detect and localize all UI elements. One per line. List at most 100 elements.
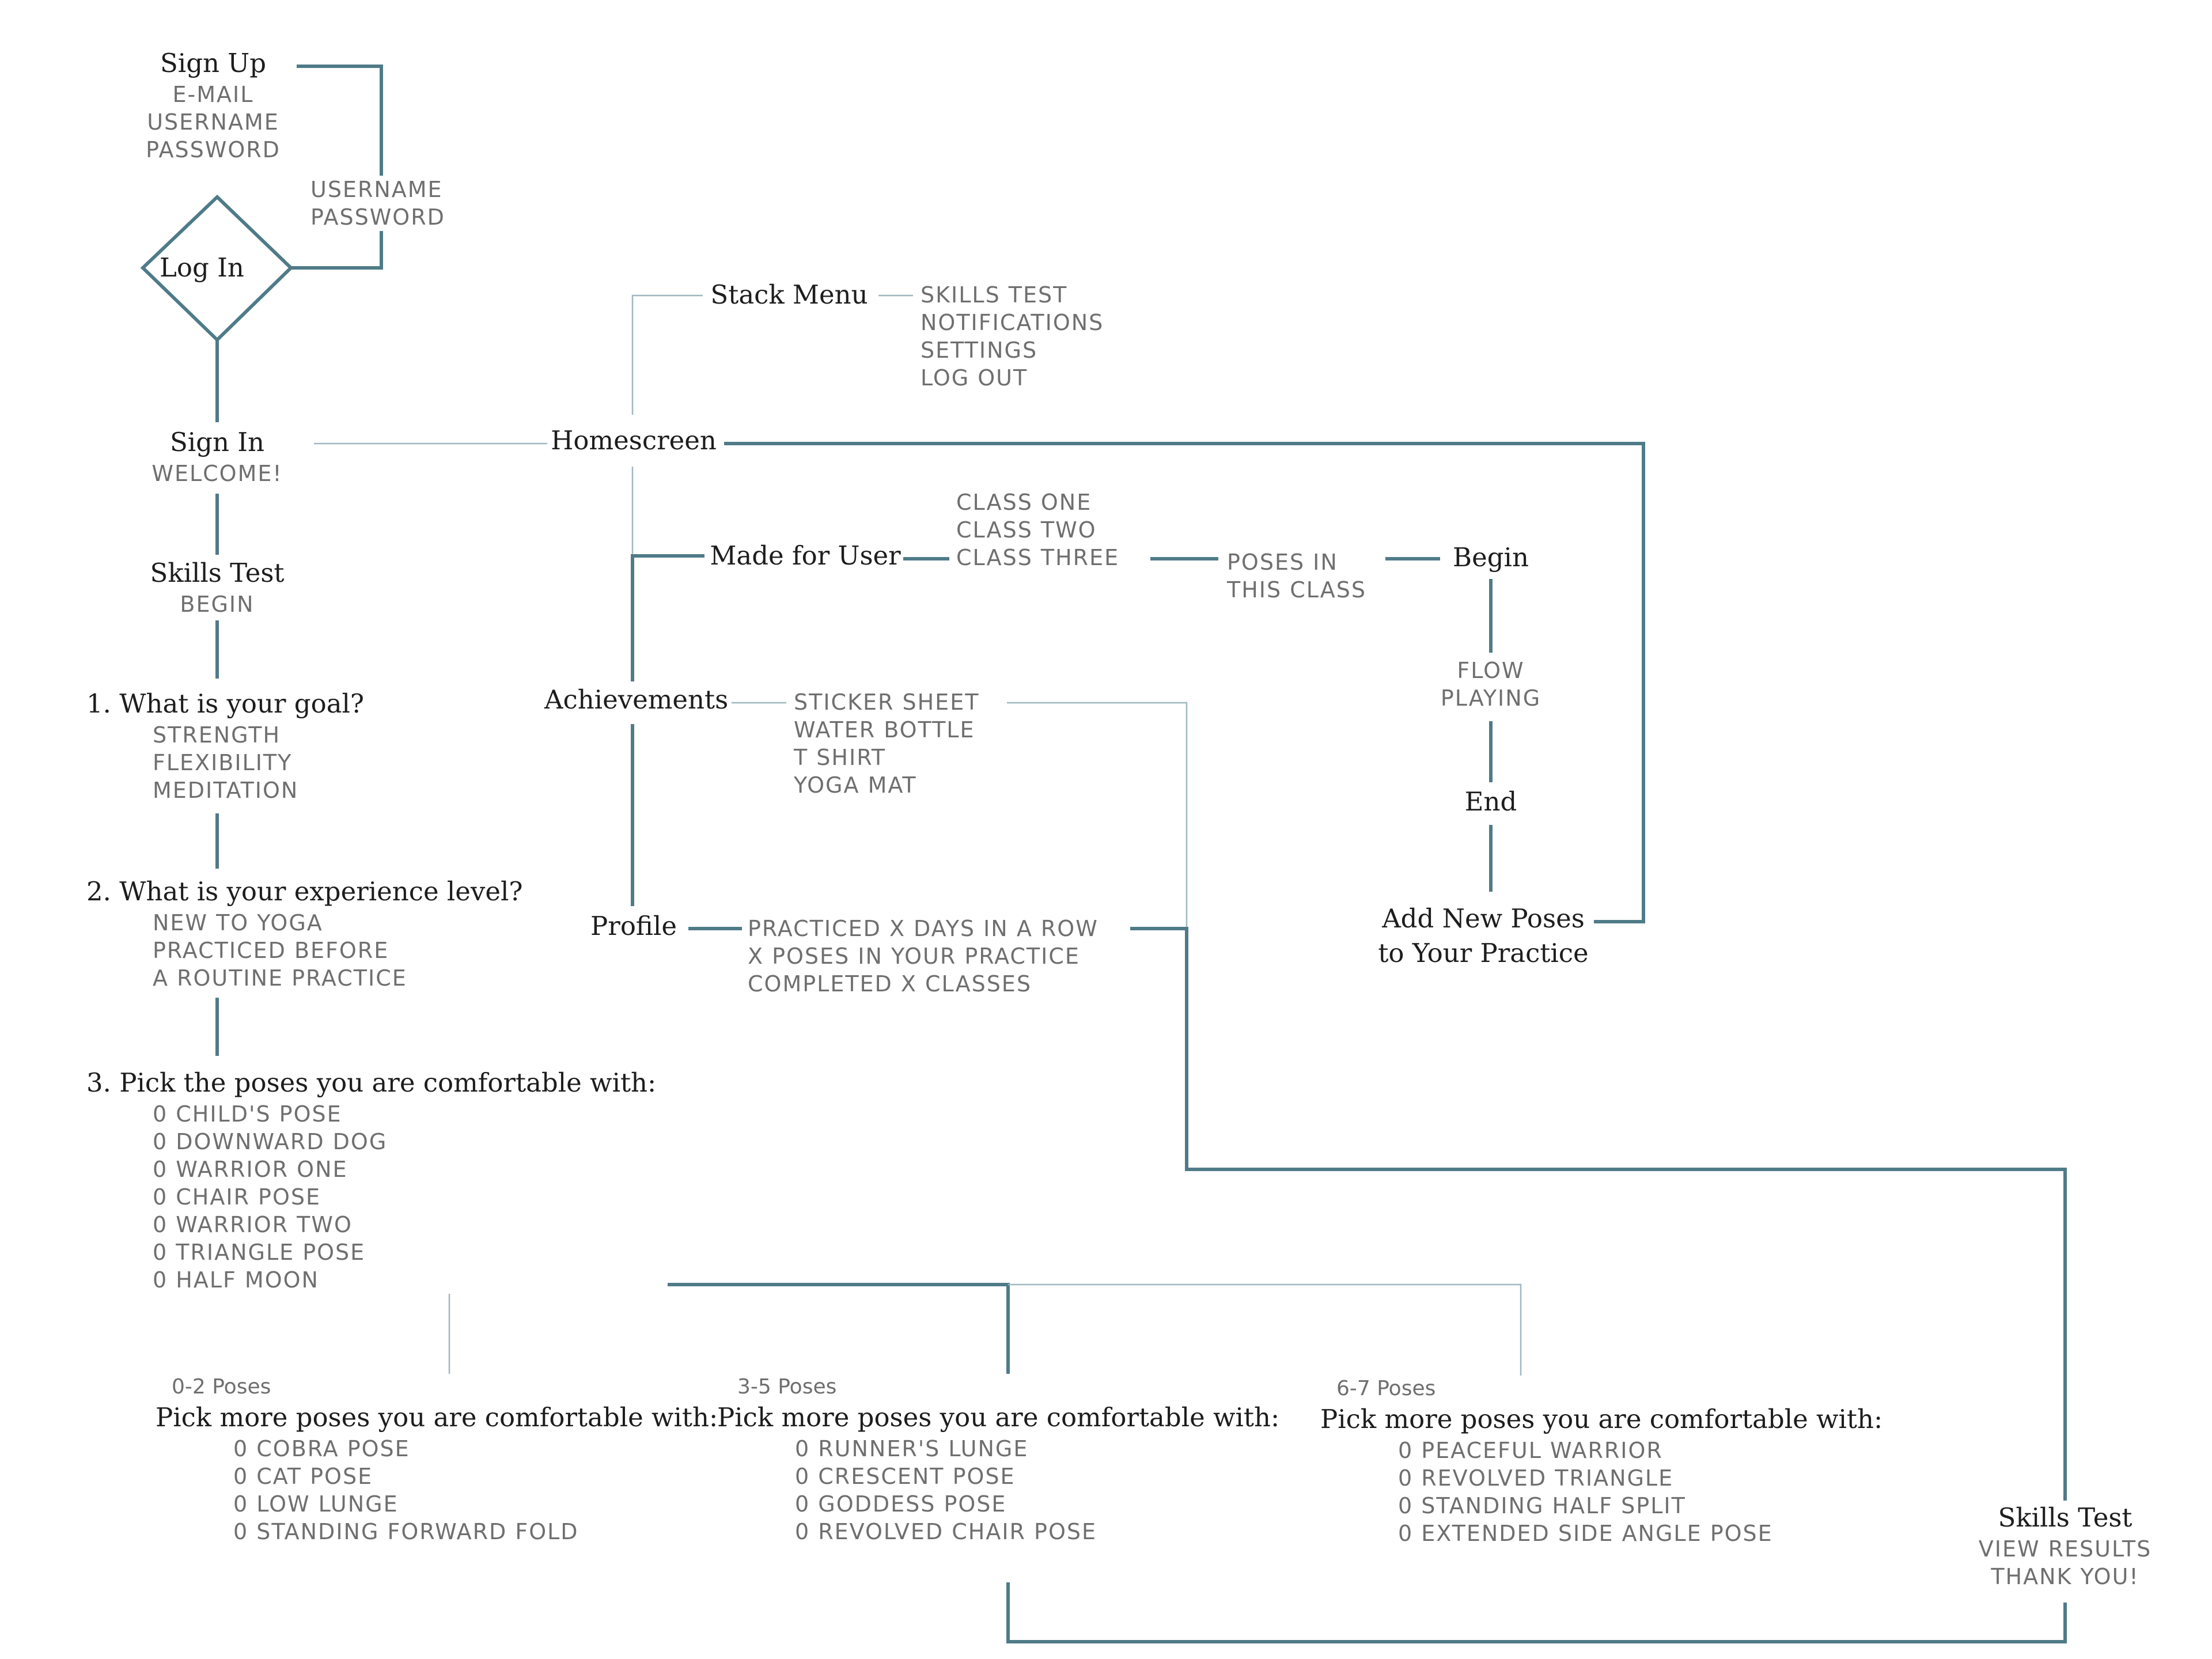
branch-0-2-option: 0 LOW LUNGE: [233, 1491, 399, 1517]
poses-in-class-line: THIS CLASS: [1227, 577, 1367, 603]
signup-node: Sign Up E-MAIL USERNAME PASSWORD: [130, 46, 297, 164]
branch-6-7-option: 0 STANDING HALF SPLIT: [1398, 1493, 1686, 1518]
homescreen-node: Homescreen: [547, 423, 720, 458]
homescreen-title: Homescreen: [551, 425, 717, 456]
stack-menu-item: SKILLS TEST: [921, 282, 1068, 308]
skills-test-start-begin: BEGIN: [180, 592, 255, 617]
branch-3-5-title: Pick more poses you are comfortable with…: [717, 1402, 1280, 1433]
question-goal-node: 1. What is your goal? STRENGTH FLEXIBILI…: [86, 687, 376, 804]
connector-q3-branch-c: [1008, 1283, 1522, 1406]
branch-3-5-option: 0 CRESCENT POSE: [795, 1464, 1016, 1489]
flow-playing-line: FLOW: [1457, 658, 1525, 683]
flow-playing-node: FLOW PLAYING: [1417, 657, 1565, 712]
question-poses-title: 3. Pick the poses you are comfortable wi…: [86, 1067, 657, 1098]
question-experience-title: 2. What is your experience level?: [86, 876, 523, 907]
connector-signup-login: [266, 65, 383, 270]
login-title: Log In: [160, 252, 244, 283]
pose-option: 0 WARRIOR TWO: [153, 1212, 353, 1237]
pose-option: 0 CHAIR POSE: [153, 1184, 321, 1210]
begin-node: Begin: [1440, 540, 1541, 575]
end-node: End: [1446, 785, 1536, 819]
branch-6-7-option: 0 EXTENDED SIDE ANGLE POSE: [1398, 1521, 1773, 1546]
classes-node: CLASS ONE CLASS TWO CLASS THREE: [956, 488, 1126, 571]
stack-menu-item: SETTINGS: [921, 338, 1038, 363]
pose-option: 0 HALF MOON: [153, 1267, 319, 1293]
branch-3-5-option: 0 RUNNER'S LUNGE: [795, 1436, 1029, 1461]
branch-6-7-label: 6-7 Poses: [1336, 1377, 1436, 1400]
goal-option: FLEXIBILITY: [153, 750, 293, 775]
branch-3-5-node: 3-5 Poses Pick more poses you are comfor…: [717, 1374, 1291, 1546]
profile-items: PRACTICED X DAYS IN A ROW X POSES IN YOU…: [748, 915, 1103, 998]
profile-title: Profile: [590, 911, 677, 941]
goal-option: MEDITATION: [153, 778, 299, 803]
connector-achievements-to-results: [1007, 702, 1188, 927]
class-item: CLASS ONE: [956, 490, 1092, 515]
branch-3-5-option: 0 REVOLVED CHAIR POSE: [795, 1519, 1097, 1544]
profile-item: COMPLETED X CLASSES: [748, 971, 1032, 997]
branch-0-2-title: Pick more poses you are comfortable with…: [156, 1402, 718, 1433]
branch-3-5-option: 0 GODDESS POSE: [795, 1491, 1007, 1517]
pose-option: 0 WARRIOR ONE: [153, 1157, 348, 1182]
login-field-password: PASSWORD: [310, 204, 445, 230]
poses-in-class-line: POSES IN: [1227, 550, 1338, 575]
connector-homescreen-addposes: [724, 442, 1645, 923]
login-field-username: USERNAME: [310, 177, 443, 202]
experience-option: NEW TO YOGA: [153, 910, 323, 935]
experience-option: PRACTICED BEFORE: [153, 938, 389, 963]
question-poses-node: 3. Pick the poses you are comfortable wi…: [86, 1066, 668, 1294]
poses-in-class-node: POSES IN THIS CLASS: [1227, 548, 1373, 604]
branch-3-5-label: 3-5 Poses: [737, 1375, 837, 1399]
skills-test-results-title: Skills Test: [1998, 1502, 2133, 1533]
stack-menu-item: LOG OUT: [921, 365, 1028, 391]
flow-playing-line: PLAYING: [1440, 685, 1541, 711]
achievement-item: WATER BOTTLE: [794, 717, 975, 743]
branch-6-7-option: 0 PEACEFUL WARRIOR: [1398, 1438, 1663, 1463]
branch-6-7-title: Pick more poses you are comfortable with…: [1320, 1404, 1883, 1434]
signup-field-email: E-MAIL: [172, 82, 254, 107]
branch-0-2-option: 0 COBRA POSE: [233, 1436, 410, 1461]
achievement-item: YOGA MAT: [794, 772, 917, 798]
signin-welcome: WELCOME!: [151, 461, 283, 486]
connector-branch-results: [1006, 1582, 2067, 1643]
skills-test-results-node: Skills Test VIEW RESULTS THANK YOU!: [1947, 1501, 2183, 1590]
stack-menu-title: Stack Menu: [710, 279, 868, 310]
goal-option: STRENGTH: [153, 722, 281, 748]
stack-menu-item: NOTIFICATIONS: [921, 310, 1104, 335]
add-new-poses-line: to Your Practice: [1378, 938, 1589, 968]
pose-option: 0 CHILD'S POSE: [153, 1101, 342, 1127]
question-goal-title: 1. What is your goal?: [86, 688, 365, 719]
branch-0-2-option: 0 STANDING FORWARD FOLD: [233, 1519, 579, 1544]
branch-0-2-label: 0-2 Poses: [172, 1375, 271, 1399]
stack-menu-node: Stack Menu: [706, 278, 873, 312]
begin-title: Begin: [1453, 542, 1529, 573]
question-experience-node: 2. What is your experience level? NEW TO…: [86, 874, 535, 992]
branch-6-7-option: 0 REVOLVED TRIANGLE: [1398, 1465, 1674, 1491]
signup-title: Sign Up: [160, 48, 267, 78]
connector-q3-branch-b: [416, 1283, 1010, 1390]
profile-item: PRACTICED X DAYS IN A ROW: [748, 916, 1099, 941]
login-node: Log In: [160, 251, 275, 285]
stack-menu-items: SKILLS TEST NOTIFICATIONS SETTINGS LOG O…: [921, 281, 1110, 392]
branch-6-7-node: 6-7 Poses Pick more poses you are comfor…: [1320, 1376, 1895, 1547]
signup-field-password: PASSWORD: [146, 137, 281, 162]
pose-option: 0 DOWNWARD DOG: [153, 1129, 388, 1154]
add-new-poses-line: Add New Poses: [1382, 903, 1585, 934]
achievement-item: STICKER SHEET: [794, 690, 980, 715]
made-for-user-title: Made for User: [710, 540, 901, 571]
skills-test-start-title: Skills Test: [150, 558, 285, 588]
class-item: CLASS THREE: [956, 545, 1120, 570]
profile-node: Profile: [579, 909, 688, 944]
skills-test-view-results: VIEW RESULTS: [1978, 1536, 2152, 1562]
connector-homescreen-stackmenu: [631, 294, 703, 415]
end-title: End: [1464, 786, 1517, 817]
profile-item: X POSES IN YOUR PRACTICE: [748, 944, 1080, 969]
connector-profile-results: [1130, 927, 2067, 1502]
pose-option: 0 TRIANGLE POSE: [153, 1240, 366, 1265]
skills-test-start-node: Skills Test BEGIN: [134, 556, 301, 618]
achievements-items: STICKER SHEET WATER BOTTLE T SHIRT YOGA …: [794, 688, 986, 799]
class-item: CLASS TWO: [956, 517, 1097, 543]
login-fields-node: USERNAME PASSWORD: [308, 176, 448, 231]
branch-0-2-option: 0 CAT POSE: [233, 1464, 373, 1489]
